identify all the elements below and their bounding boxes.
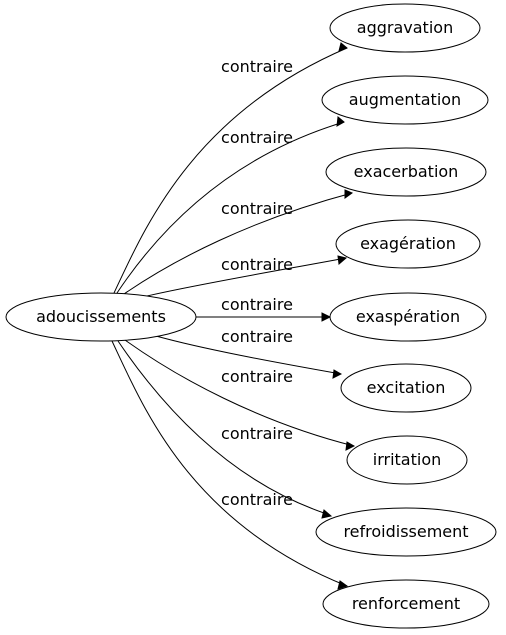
target-node-1[interactable]: augmentation bbox=[321, 75, 489, 125]
target-node-label-2: exacerbation bbox=[354, 162, 459, 181]
target-node-2[interactable]: exacerbation bbox=[325, 147, 487, 197]
target-node-4[interactable]: exaspération bbox=[329, 292, 487, 342]
target-node-ellipse-3 bbox=[335, 219, 481, 269]
target-node-label-8: renforcement bbox=[352, 594, 460, 613]
target-node-label-1: augmentation bbox=[349, 90, 461, 109]
edge-label-1: contraire bbox=[221, 128, 293, 147]
arrowhead-8 bbox=[337, 580, 349, 590]
edge-0 bbox=[113, 47, 348, 294]
target-node-ellipse-4 bbox=[329, 292, 487, 342]
target-node-label-3: exagération bbox=[360, 234, 456, 253]
arrowhead-4 bbox=[321, 312, 332, 322]
target-node-ellipse-0 bbox=[329, 3, 481, 53]
edge-label-3: contraire bbox=[221, 255, 293, 274]
arrowhead-0 bbox=[338, 42, 348, 52]
edge-labels: contraire contraire contraire contraire cont… bbox=[221, 57, 293, 509]
target-node-label-0: aggravation bbox=[357, 18, 453, 37]
target-node-ellipse-2 bbox=[325, 147, 487, 197]
source-node-label: adoucissements bbox=[36, 307, 166, 326]
edge-label-7: contraire bbox=[221, 424, 293, 443]
arrowhead-3 bbox=[337, 255, 348, 265]
edge-label-4: contraire bbox=[221, 295, 293, 314]
edges bbox=[111, 42, 356, 590]
arrowhead-6 bbox=[345, 441, 356, 451]
target-node-label-4: exaspération bbox=[356, 307, 460, 326]
target-node-8[interactable]: renforcement bbox=[322, 579, 490, 629]
nodes: adoucissements aggravation augmentation ex… bbox=[5, 3, 497, 629]
edge-label-8: contraire bbox=[221, 490, 293, 509]
edge-label-6: contraire bbox=[221, 367, 293, 386]
source-node-ellipse bbox=[5, 292, 197, 342]
edge-1 bbox=[116, 121, 345, 294]
target-node-label-5: excitation bbox=[367, 378, 446, 397]
source-node[interactable]: adoucissements bbox=[5, 292, 197, 342]
target-node-label-7: refroidissement bbox=[343, 522, 468, 541]
edge-2 bbox=[123, 192, 353, 295]
target-node-3[interactable]: exagération bbox=[335, 219, 481, 269]
arrowhead-1 bbox=[336, 116, 345, 127]
edge-label-5: contraire bbox=[221, 327, 293, 346]
target-node-ellipse-1 bbox=[321, 75, 489, 125]
target-node-5[interactable]: excitation bbox=[340, 363, 472, 413]
arrowhead-2 bbox=[344, 189, 354, 199]
arrowhead-7 bbox=[321, 509, 333, 519]
edge-label-2: contraire bbox=[221, 199, 293, 218]
edge-3 bbox=[146, 257, 347, 297]
edge-8 bbox=[111, 340, 348, 587]
target-node-ellipse-8 bbox=[322, 579, 490, 629]
target-node-ellipse-5 bbox=[340, 363, 472, 413]
target-node-6[interactable]: irritation bbox=[346, 435, 468, 485]
target-node-7[interactable]: refroidissement bbox=[315, 507, 497, 557]
edge-6 bbox=[124, 339, 355, 447]
target-node-ellipse-7 bbox=[315, 507, 497, 557]
edge-5 bbox=[155, 335, 342, 375]
target-node-0[interactable]: aggravation bbox=[329, 3, 481, 53]
target-node-label-6: irritation bbox=[373, 450, 442, 469]
edge-label-0: contraire bbox=[221, 57, 293, 76]
arrowhead-5 bbox=[332, 369, 343, 379]
target-node-ellipse-6 bbox=[346, 435, 468, 485]
edge-7 bbox=[117, 340, 325, 514]
